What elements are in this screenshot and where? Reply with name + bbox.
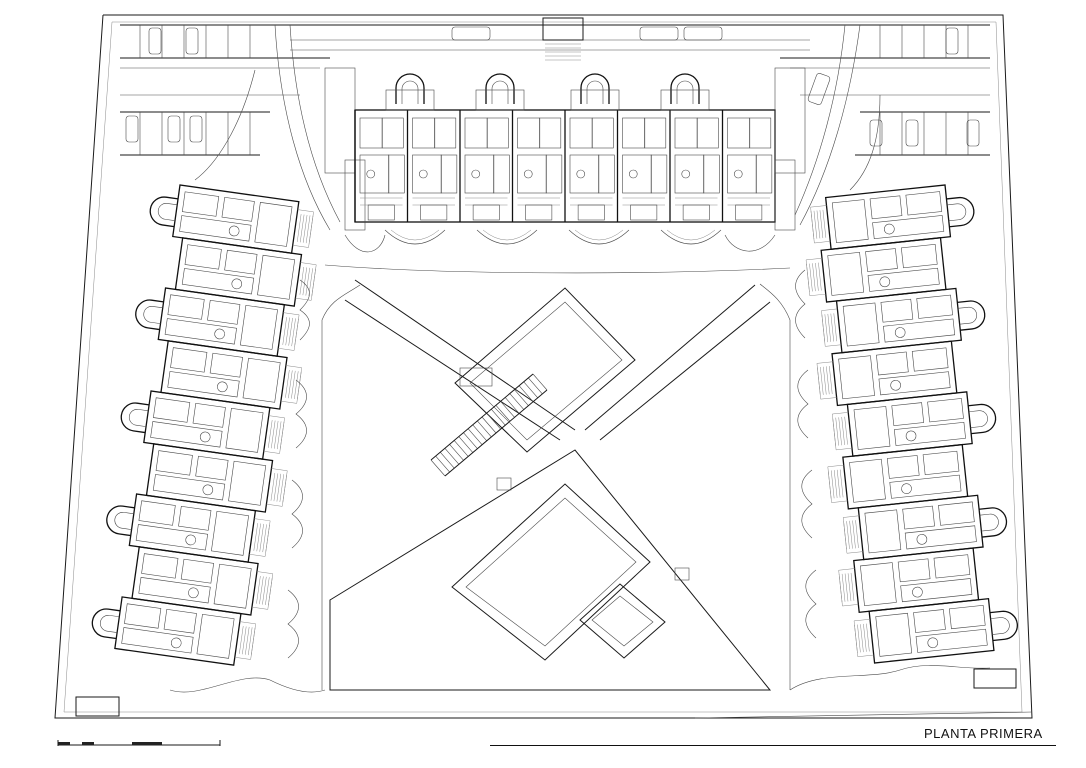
stair-tower	[475, 73, 525, 111]
north-unit	[354, 110, 405, 222]
wing-unit	[838, 547, 980, 614]
wing-unit	[832, 391, 997, 457]
wing-unit	[91, 596, 256, 666]
north-housing-block	[324, 67, 806, 253]
north-unit	[511, 110, 563, 222]
wing-unit	[145, 443, 288, 513]
stair-tower	[385, 73, 435, 111]
wing-unit	[805, 237, 947, 303]
wing-unit	[827, 443, 969, 510]
wing-unit	[842, 494, 1008, 561]
wing-unit	[174, 237, 317, 307]
wing-unit	[160, 340, 303, 410]
north-unit	[459, 110, 510, 222]
north-unit	[669, 110, 720, 222]
wing-unit	[821, 287, 986, 354]
scale-bar	[57, 740, 221, 746]
east-housing-wing	[805, 184, 1018, 664]
west-housing-wing	[91, 184, 317, 666]
north-unit	[406, 110, 458, 222]
wing-unit	[810, 184, 975, 250]
access-paths	[194, 24, 881, 231]
north-unit	[721, 110, 773, 222]
wing-unit	[853, 598, 1018, 664]
corner-kiosks	[75, 668, 1017, 717]
wing-unit	[131, 546, 274, 616]
central-courtyard	[169, 264, 991, 693]
central-stair	[430, 373, 548, 477]
stair-tower	[570, 73, 620, 111]
north-unit	[616, 110, 668, 222]
north-unit	[564, 110, 615, 222]
site-boundary	[54, 14, 1033, 719]
title-underline	[490, 745, 1056, 746]
stair-tower	[660, 73, 710, 111]
wing-unit	[816, 340, 958, 407]
drawing-title: PLANTA PRIMERA	[924, 726, 1043, 741]
